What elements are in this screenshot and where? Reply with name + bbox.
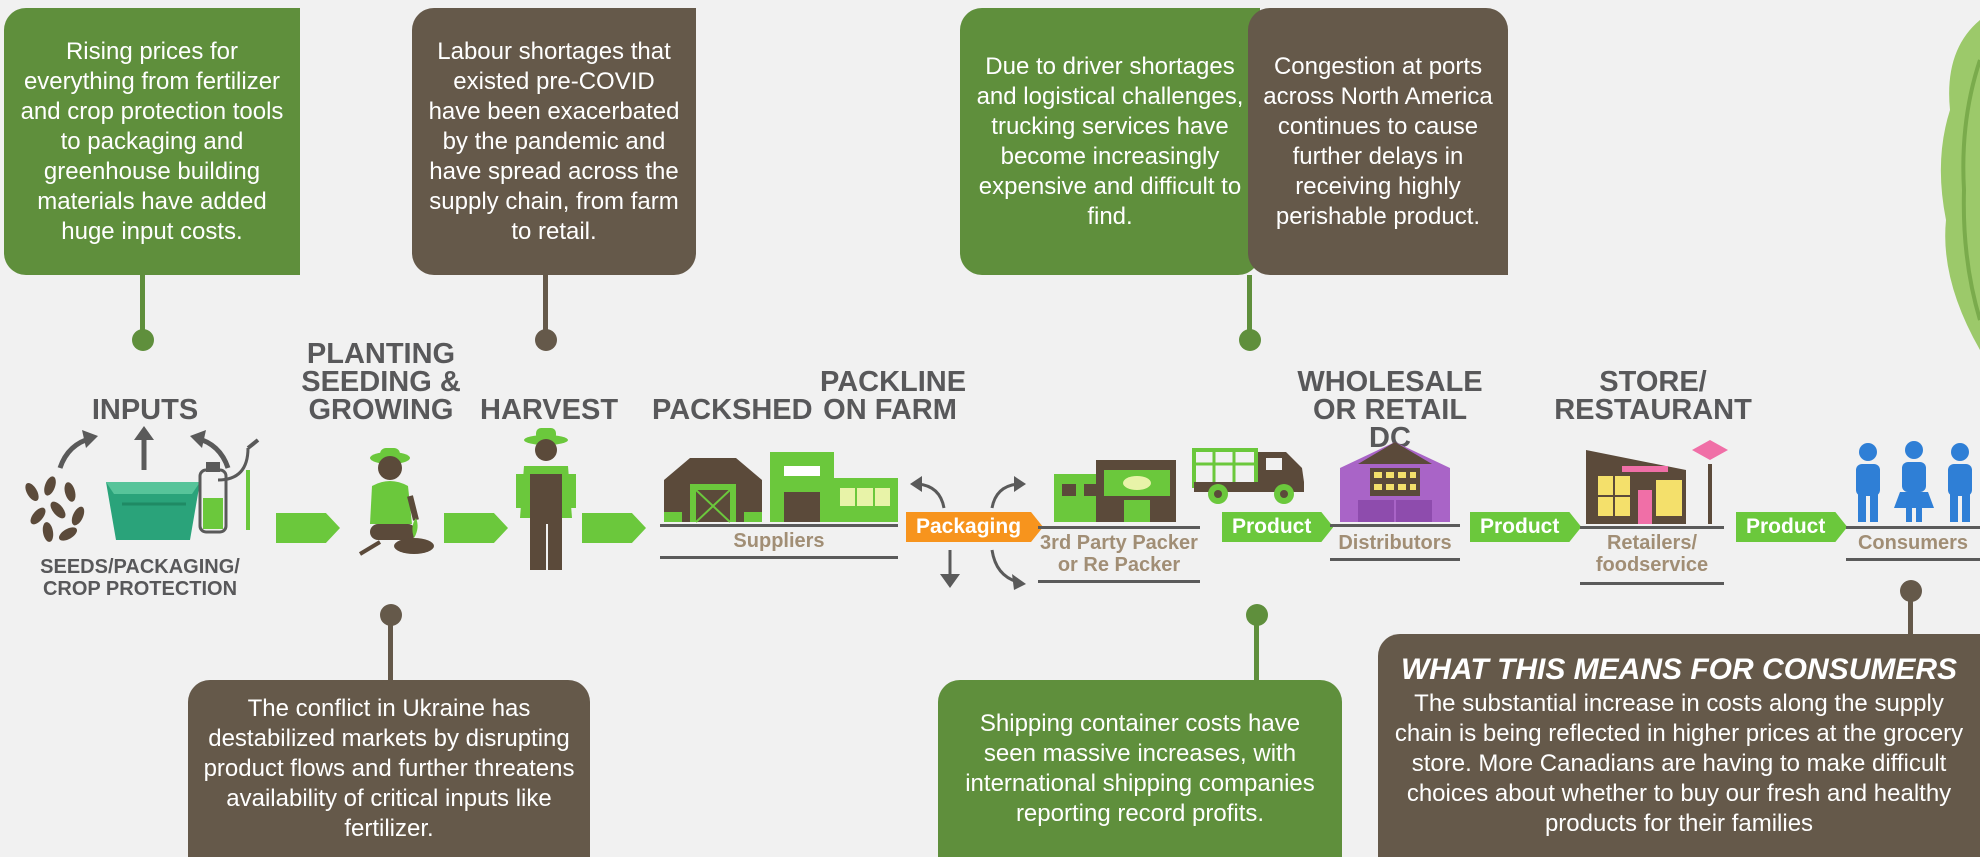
ukraine-callout-connector [388,616,393,682]
flow-arrow [276,513,340,543]
distributors-sublabel: Distributors [1338,532,1452,554]
inputs-callout-dot [132,329,154,351]
lettuce-leaf-icon [1940,20,1980,350]
retailers-sublabel: Retailers/ foodservice [1595,532,1709,576]
packer-sublabel: 3rd Party Packer or Re Packer [1040,532,1198,576]
distributor-warehouse-icon [1340,442,1450,522]
planter-person-icon [358,448,434,556]
packshed-barn-icon [664,458,762,523]
retailers-underline [1580,526,1724,529]
consumers-impact-box: WHAT THIS MEANS FOR CONSUMERS The substa… [1378,634,1980,857]
consumers-callout-connector [1908,592,1913,636]
packer-underline [1038,526,1200,529]
consumers-sublabel: Consumers [1857,532,1969,554]
store-restaurant-icon [1586,440,1728,524]
stage-store: STORE/ RESTAURANT [1554,366,1752,426]
ports-callout: Congestion at ports across North America… [1248,8,1508,275]
seeds-icon [25,476,85,542]
consumers-callout-dot [1900,580,1922,602]
packaging-arrows-icon [910,476,1026,590]
packaging-tag: Packaging [906,512,1043,542]
packaging-crate-icon [106,482,200,540]
stage-inputs: INPUTS [91,394,199,426]
distributors-underline-2 [1330,558,1460,561]
consumers-people-icon [1856,441,1972,522]
shipping-callout: Shipping container costs have seen massi… [938,680,1342,857]
flow-arrow [444,513,508,543]
seeds-sublabel: SEEDS/PACKAGING/ CROP PROTECTION [40,556,240,600]
sprayer-icon [198,438,260,534]
suppliers-underline-2 [660,556,898,559]
trucking-callout: Due to driver shortages and logistical c… [960,8,1260,275]
packline-factory-icon [770,452,898,522]
product-tag-1: Product [1222,512,1333,542]
packer-underline-2 [1038,580,1200,583]
flow-arrow [582,513,646,543]
stage-packshed: PACKSHED [652,394,813,426]
ukraine-callout-dot [380,604,402,626]
produce-truck-icon [1192,448,1304,504]
product-tag-2: Product [1470,512,1581,542]
consumers-underline [1846,526,1980,529]
product-tag-3: Product [1736,512,1847,542]
shipping-callout-connector [1254,616,1259,682]
trucking-callout-connector [1247,275,1252,335]
inputs-up-arrows-icon [57,426,231,470]
inputs-callout-connector [140,275,145,335]
suppliers-underline [660,524,898,527]
consumers-impact-body: The substantial increase in costs along … [1394,689,1964,837]
labour-callout: Labour shortages that existed pre-COVID … [412,8,696,275]
farmer-icon [516,428,576,570]
distributors-underline [1330,524,1460,527]
stage-packline: PACKLINE ON FARM [820,366,967,426]
labour-callout-connector [543,275,548,335]
packer-building-icon [1054,460,1176,522]
shipping-callout-dot [1246,604,1268,626]
trucking-callout-dot [1239,329,1261,351]
ukraine-callout: The conflict in Ukraine has destabilized… [188,680,590,857]
suppliers-sublabel: Suppliers [733,530,825,552]
stage-wholesale: WHOLESALE OR RETAIL DC [1297,366,1483,454]
consumers-impact-title: WHAT THIS MEANS FOR CONSUMERS [1400,652,1958,686]
retailers-underline-2 [1580,582,1724,585]
stage-harvest: HARVEST [480,394,619,426]
consumers-underline-2 [1846,558,1980,561]
stage-planting: PLANTING SEEDING & GROWING [301,338,461,426]
inputs-cost-callout: Rising prices for everything from fertil… [4,8,300,275]
labour-callout-dot [535,329,557,351]
